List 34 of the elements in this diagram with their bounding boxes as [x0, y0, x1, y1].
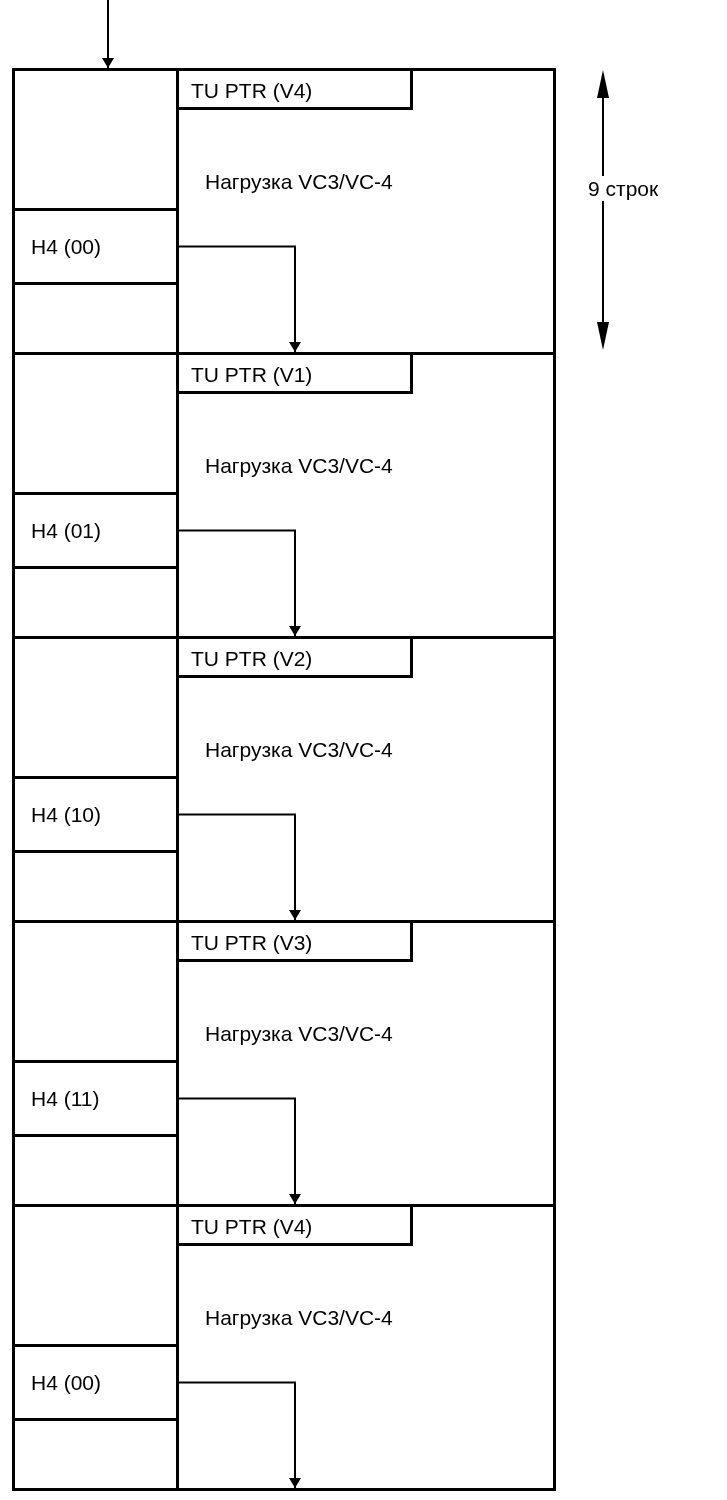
pointer-label: TU PTR (V1) [191, 364, 313, 385]
empty-cell [12, 1418, 179, 1491]
payload-area [176, 920, 556, 1207]
header-label: H4 (00) [31, 1372, 102, 1393]
payload-area [176, 636, 556, 923]
pointer-label: TU PTR (V4) [191, 80, 313, 101]
payload-label: Нагрузка VC3/VC-4 [205, 1307, 393, 1328]
header-label: H4 (01) [31, 520, 102, 541]
payload-area [176, 352, 556, 639]
row-count-label: 9 строк [588, 176, 659, 201]
arrow [178, 245, 301, 353]
pointer-box [176, 1204, 413, 1246]
pointer-box [176, 68, 413, 110]
arrow [178, 529, 301, 637]
payload-label: Нагрузка VC3/VC-4 [205, 739, 393, 760]
arrow [178, 1381, 301, 1489]
pointer-box [176, 920, 413, 962]
pointer-label: TU PTR (V3) [191, 932, 313, 953]
arrow [102, 0, 114, 69]
pointer-label: TU PTR (V2) [191, 648, 313, 669]
header-label: H4 (00) [31, 236, 102, 257]
payload-area [176, 1204, 556, 1491]
header-label: H4 (10) [31, 804, 102, 825]
header-label: H4 (11) [31, 1088, 100, 1109]
payload-area [176, 68, 556, 355]
payload-label: Нагрузка VC3/VC-4 [205, 455, 393, 476]
arrow [178, 813, 301, 921]
payload-label: Нагрузка VC3/VC-4 [205, 1023, 393, 1044]
empty-cell [12, 68, 179, 211]
pointer-label: TU PTR (V4) [191, 1216, 313, 1237]
pointer-box [176, 636, 413, 678]
arrow [178, 1097, 301, 1205]
payload-label: Нагрузка VC3/VC-4 [205, 171, 393, 192]
pointer-box [176, 352, 413, 394]
